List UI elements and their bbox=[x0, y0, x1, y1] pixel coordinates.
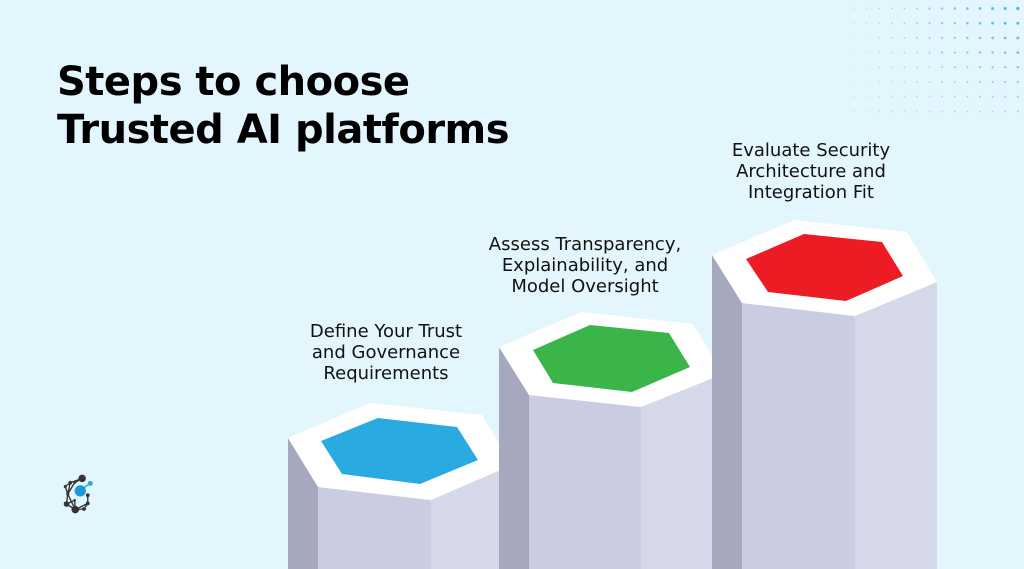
pillar-1-hexagon-icon bbox=[321, 418, 478, 484]
step-1-label-line-3: Requirements bbox=[323, 363, 449, 384]
step-2-label: Assess Transparency, Explainability, and… bbox=[475, 234, 695, 297]
pillar-step-1 bbox=[288, 403, 512, 569]
step-3-label-line-3: Integration Fit bbox=[747, 182, 874, 203]
pillar-1-right-face bbox=[431, 465, 512, 569]
step-2-label-line-3: Model Oversight bbox=[511, 276, 659, 297]
pillar-2-hexagon-icon bbox=[533, 325, 690, 392]
pillar-step-2 bbox=[499, 312, 723, 569]
step-1-label: Define Your Trust and Governance Require… bbox=[286, 321, 486, 384]
step-2-label-line-1: Assess Transparency, bbox=[488, 234, 682, 255]
title-line-2: Trusted AI platforms bbox=[57, 107, 510, 153]
pillar-3-left-face bbox=[712, 255, 742, 569]
pillar-step-3 bbox=[712, 220, 937, 569]
pillar-2-front-face bbox=[529, 395, 641, 569]
pillar-2-right-face bbox=[641, 374, 723, 569]
step-1-label-line-1: Define Your Trust bbox=[309, 321, 463, 342]
step-3-label-line-1: Evaluate Security bbox=[731, 140, 891, 161]
pillar-1-front-face bbox=[318, 487, 431, 569]
pillar-3-front-face bbox=[742, 303, 855, 569]
network-c-logo-icon bbox=[63, 474, 93, 514]
pillar-2-left-face bbox=[499, 347, 529, 569]
title-line-1: Steps to choose bbox=[57, 59, 410, 105]
pillar-3-right-face bbox=[855, 282, 937, 569]
step-3-label-line-2: Architecture and bbox=[736, 161, 886, 182]
step-1-label-line-2: and Governance bbox=[311, 342, 461, 363]
page-title: Steps to choose Trusted AI platforms bbox=[57, 58, 510, 154]
pillar-1-left-face bbox=[288, 438, 318, 569]
pillar-3-hexagon-icon bbox=[746, 234, 903, 301]
step-2-label-line-2: Explainability, and bbox=[501, 255, 669, 276]
step-3-label: Evaluate Security Architecture and Integ… bbox=[713, 140, 909, 203]
